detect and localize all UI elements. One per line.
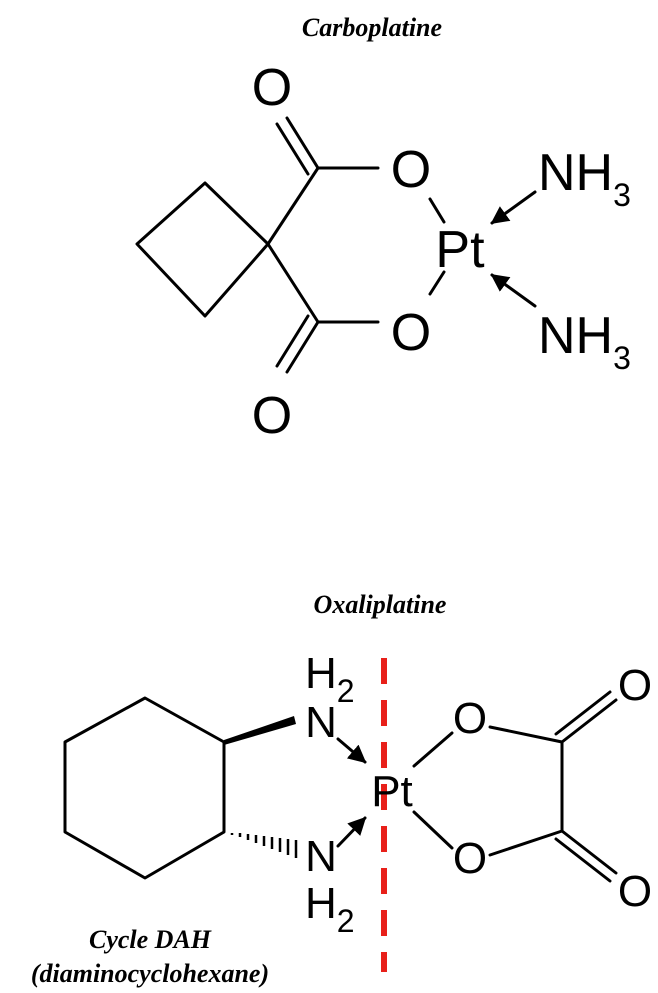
cycle-dah-label: Cycle DAH	[89, 925, 212, 954]
wedge-bond-n-top	[224, 716, 296, 745]
atom-h2-bottom: H2	[305, 879, 355, 939]
cyclohexane-ring	[63, 696, 226, 880]
oxaliplatine-title: Oxaliplatine	[314, 590, 447, 619]
double-bond-oxalate-top-b	[554, 690, 612, 736]
atom-o-ester-top: O	[391, 141, 431, 199]
hashed-bond-n-bottom	[230, 833, 298, 858]
atom-nh3-top: NH3	[538, 144, 631, 213]
atom-h2-top: H2	[305, 649, 355, 709]
atom-o-ring-bottom: O	[453, 834, 487, 883]
atom-o-carbonyl-top: O	[252, 59, 292, 117]
double-bond-bottom-b	[275, 314, 310, 368]
atom-n-top: N	[305, 698, 337, 747]
bond-pt-o-bottom	[412, 810, 454, 850]
carboplatine-structure: Carboplatine O O Pt O O NH3 NH3	[135, 13, 631, 445]
dative-arrow-n-top	[336, 737, 367, 764]
double-bond-oxalate-bottom-a	[560, 829, 618, 875]
atom-n-bottom: N	[305, 832, 337, 881]
atom-o-carbonyl-bottom: O	[252, 387, 292, 445]
dative-arrow-n-bottom	[336, 816, 367, 848]
atom-pt: Pt	[371, 767, 413, 816]
carboplatine-title: Carboplatine	[302, 13, 442, 42]
oxaliplatine-structure: Oxaliplatine	[31, 590, 652, 988]
bond-o-pt-bottom	[428, 270, 446, 296]
bond-o-c-bottom	[488, 829, 564, 857]
bond-pt-o-top	[412, 731, 454, 768]
atom-o-carbonyl-bottom: O	[618, 867, 652, 916]
bond-o-pt-top	[428, 197, 446, 224]
diaminocyclohexane-label: (diaminocyclohexane)	[31, 959, 269, 988]
dative-arrow-nh3-top	[490, 190, 537, 225]
atom-o-ester-bottom: O	[391, 304, 431, 362]
atom-nh3-bottom: NH3	[538, 307, 631, 376]
double-bond-top-b	[275, 122, 310, 176]
atom-o-carbonyl-top: O	[618, 661, 652, 710]
double-bond-oxalate-top-a	[560, 698, 618, 744]
cyclobutane-ring	[135, 181, 270, 318]
double-bond-top-a	[285, 116, 320, 170]
double-bond-oxalate-bottom-b	[554, 837, 612, 883]
bond-o-c-top	[488, 725, 564, 744]
bond-c-carbonyl-top	[266, 166, 320, 246]
bond-c-carbonyl-bottom	[266, 242, 320, 324]
atom-o-ring-top: O	[453, 694, 487, 743]
dative-arrow-nh3-bottom	[490, 273, 537, 308]
double-bond-bottom-a	[285, 320, 320, 374]
atom-pt: Pt	[435, 221, 485, 279]
